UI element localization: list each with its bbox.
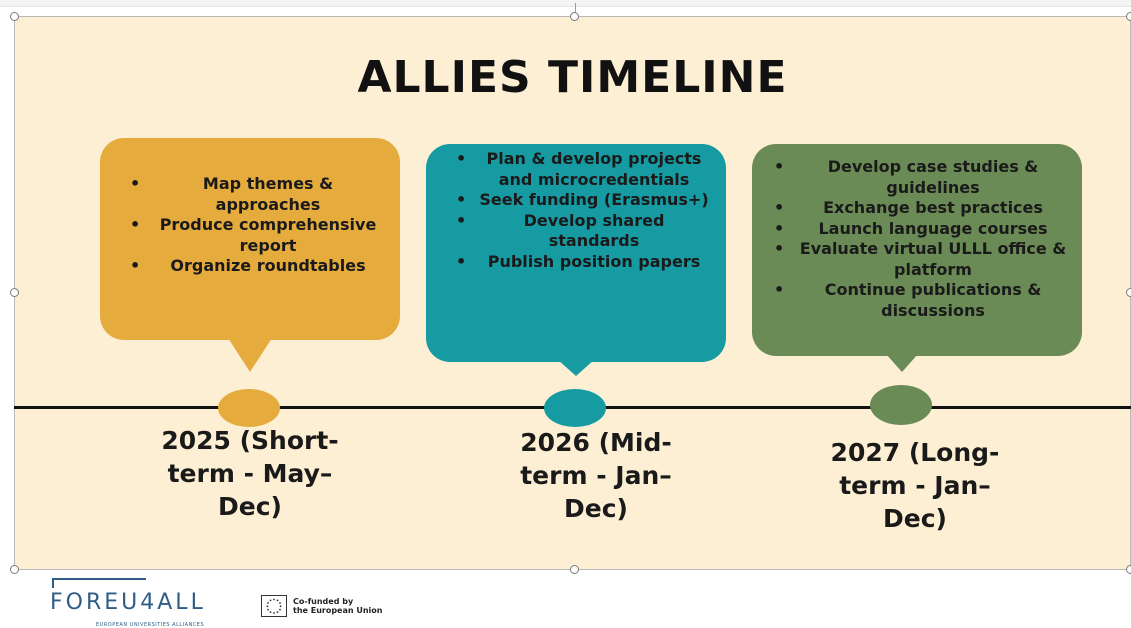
resize-handle-middle-right[interactable] bbox=[1126, 288, 1131, 297]
list-item: Map themes & approaches bbox=[130, 174, 386, 215]
list-item: Continue publications & discussions bbox=[774, 280, 1072, 321]
phase-1-list: Map themes & approaches Produce comprehe… bbox=[130, 174, 386, 277]
resize-handle-bottom-right[interactable] bbox=[1126, 565, 1131, 574]
year-line: Dec) bbox=[564, 494, 628, 523]
phase-2-bubble: Plan & develop projects and microcredent… bbox=[426, 144, 726, 362]
logo-bracket bbox=[52, 578, 146, 588]
resize-handle-middle-left[interactable] bbox=[10, 288, 19, 297]
list-item: Develop shared standards bbox=[456, 211, 712, 252]
year-line: 2026 (Mid- bbox=[520, 428, 672, 457]
slide-title: ALLIES TIMELINE bbox=[357, 52, 788, 103]
foreu4all-logo: FOREU4ALL EUROPEAN UNIVERSITIES ALLIANCE… bbox=[50, 578, 220, 628]
rotation-handle-line bbox=[575, 3, 576, 13]
phase-3-list: Develop case studies & guidelines Exchan… bbox=[774, 157, 1072, 321]
list-item: Develop case studies & guidelines bbox=[774, 157, 1072, 198]
resize-handle-bottom-left[interactable] bbox=[10, 565, 19, 574]
eu-stars-icon bbox=[266, 598, 282, 614]
phase-1-marker bbox=[218, 389, 280, 427]
phase-3-bubble-tail bbox=[886, 354, 918, 372]
phase-3-year-label: 2027 (Long- term - Jan– Dec) bbox=[775, 436, 1055, 535]
resize-handle-top-left[interactable] bbox=[10, 12, 19, 21]
phase-2-list: Plan & develop projects and microcredent… bbox=[456, 149, 712, 273]
year-line: term - Jan– bbox=[520, 461, 672, 490]
list-item: Produce comprehensive report bbox=[130, 215, 386, 256]
top-toolbar-strip bbox=[0, 0, 1131, 7]
phase-3-marker bbox=[870, 385, 932, 425]
phase-1-bubble: Map themes & approaches Produce comprehe… bbox=[100, 138, 400, 340]
phase-2-bubble-tail bbox=[558, 360, 594, 376]
resize-handle-top-right[interactable] bbox=[1126, 12, 1131, 21]
year-line: term - Jan– bbox=[839, 471, 991, 500]
list-item: Seek funding (Erasmus+) bbox=[456, 190, 712, 211]
year-line: Dec) bbox=[883, 504, 947, 533]
eu-cofunded-text: Co-funded by the European Union bbox=[293, 597, 383, 615]
phase-1-bubble-tail bbox=[228, 338, 272, 372]
list-item: Publish position papers bbox=[456, 252, 712, 273]
eu-text-line-2: the European Union bbox=[293, 606, 383, 615]
list-item: Launch language courses bbox=[774, 219, 1072, 240]
eu-text-line-1: Co-funded by bbox=[293, 597, 354, 606]
year-line: 2027 (Long- bbox=[830, 438, 1000, 467]
eu-flag-icon bbox=[261, 595, 287, 617]
logo-text: FOREU4ALL bbox=[50, 590, 206, 615]
phase-1-year-label: 2025 (Short- term - May– Dec) bbox=[110, 424, 390, 523]
resize-handle-bottom-center[interactable] bbox=[570, 565, 579, 574]
list-item: Exchange best practices bbox=[774, 198, 1072, 219]
phase-2-marker bbox=[544, 389, 606, 427]
resize-handle-top-center[interactable] bbox=[570, 12, 579, 21]
year-line: Dec) bbox=[218, 492, 282, 521]
list-item: Evaluate virtual ULLL office & platform bbox=[774, 239, 1072, 280]
year-line: 2025 (Short- bbox=[161, 426, 339, 455]
phase-3-bubble: Develop case studies & guidelines Exchan… bbox=[752, 144, 1082, 356]
list-item: Organize roundtables bbox=[130, 256, 386, 277]
list-item: Plan & develop projects and microcredent… bbox=[456, 149, 712, 190]
phase-2-year-label: 2026 (Mid- term - Jan– Dec) bbox=[456, 426, 736, 525]
logo-subtext: EUROPEAN UNIVERSITIES ALLIANCES bbox=[96, 622, 205, 628]
year-line: term - May– bbox=[167, 459, 333, 488]
